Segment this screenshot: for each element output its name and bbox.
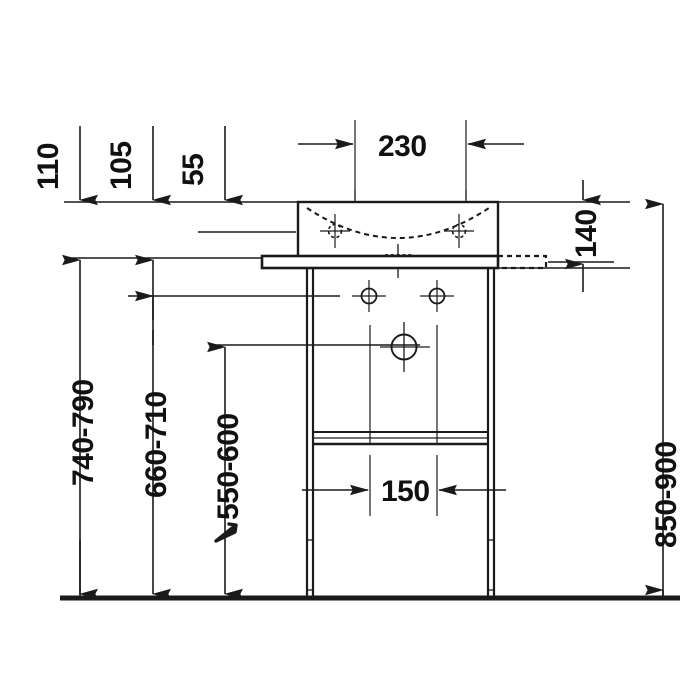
tap-hole-left — [320, 214, 350, 248]
dimension-150-label: 150 — [381, 475, 430, 508]
towel-rail — [313, 431, 488, 446]
dimension-660-710: 660-710 — [135, 254, 173, 600]
waste-connection — [380, 322, 430, 372]
dimension-150: 150 — [302, 475, 506, 508]
dimension-550-600-label: 550-600 — [212, 413, 245, 520]
fixing-hole-right — [420, 280, 454, 312]
basin-reference-ticks — [354, 190, 467, 202]
console-top-plate — [260, 254, 630, 270]
dimension-105-label: 105 — [105, 141, 138, 190]
dimension-740-790: 740-790 — [62, 254, 100, 600]
dimension-105: 105 — [105, 126, 171, 206]
dimension-230: 230 — [298, 120, 524, 200]
dimension-850-900: 850-900 — [645, 198, 683, 596]
tap-hole-right — [444, 214, 474, 248]
dimension-140-label: 140 — [570, 209, 603, 258]
frame-construction-lines — [369, 325, 438, 516]
dimension-110: 110 — [32, 126, 98, 206]
dimension-140: 140 — [565, 180, 603, 292]
dimension-55-label: 55 — [177, 154, 210, 186]
diagonal-arrow-glyph — [214, 522, 238, 543]
dimension-55: 55 — [177, 126, 243, 206]
dimension-850-900-label: 850-900 — [650, 441, 683, 548]
dimension-110-label: 110 — [32, 143, 65, 190]
dimension-660-710-label: 660-710 — [140, 391, 173, 498]
fixing-hole-left — [352, 280, 386, 312]
dimension-740-790-label: 740-790 — [67, 379, 100, 486]
dimension-230-label: 230 — [378, 130, 427, 163]
dimension-550-600: 550-600 — [207, 341, 245, 600]
